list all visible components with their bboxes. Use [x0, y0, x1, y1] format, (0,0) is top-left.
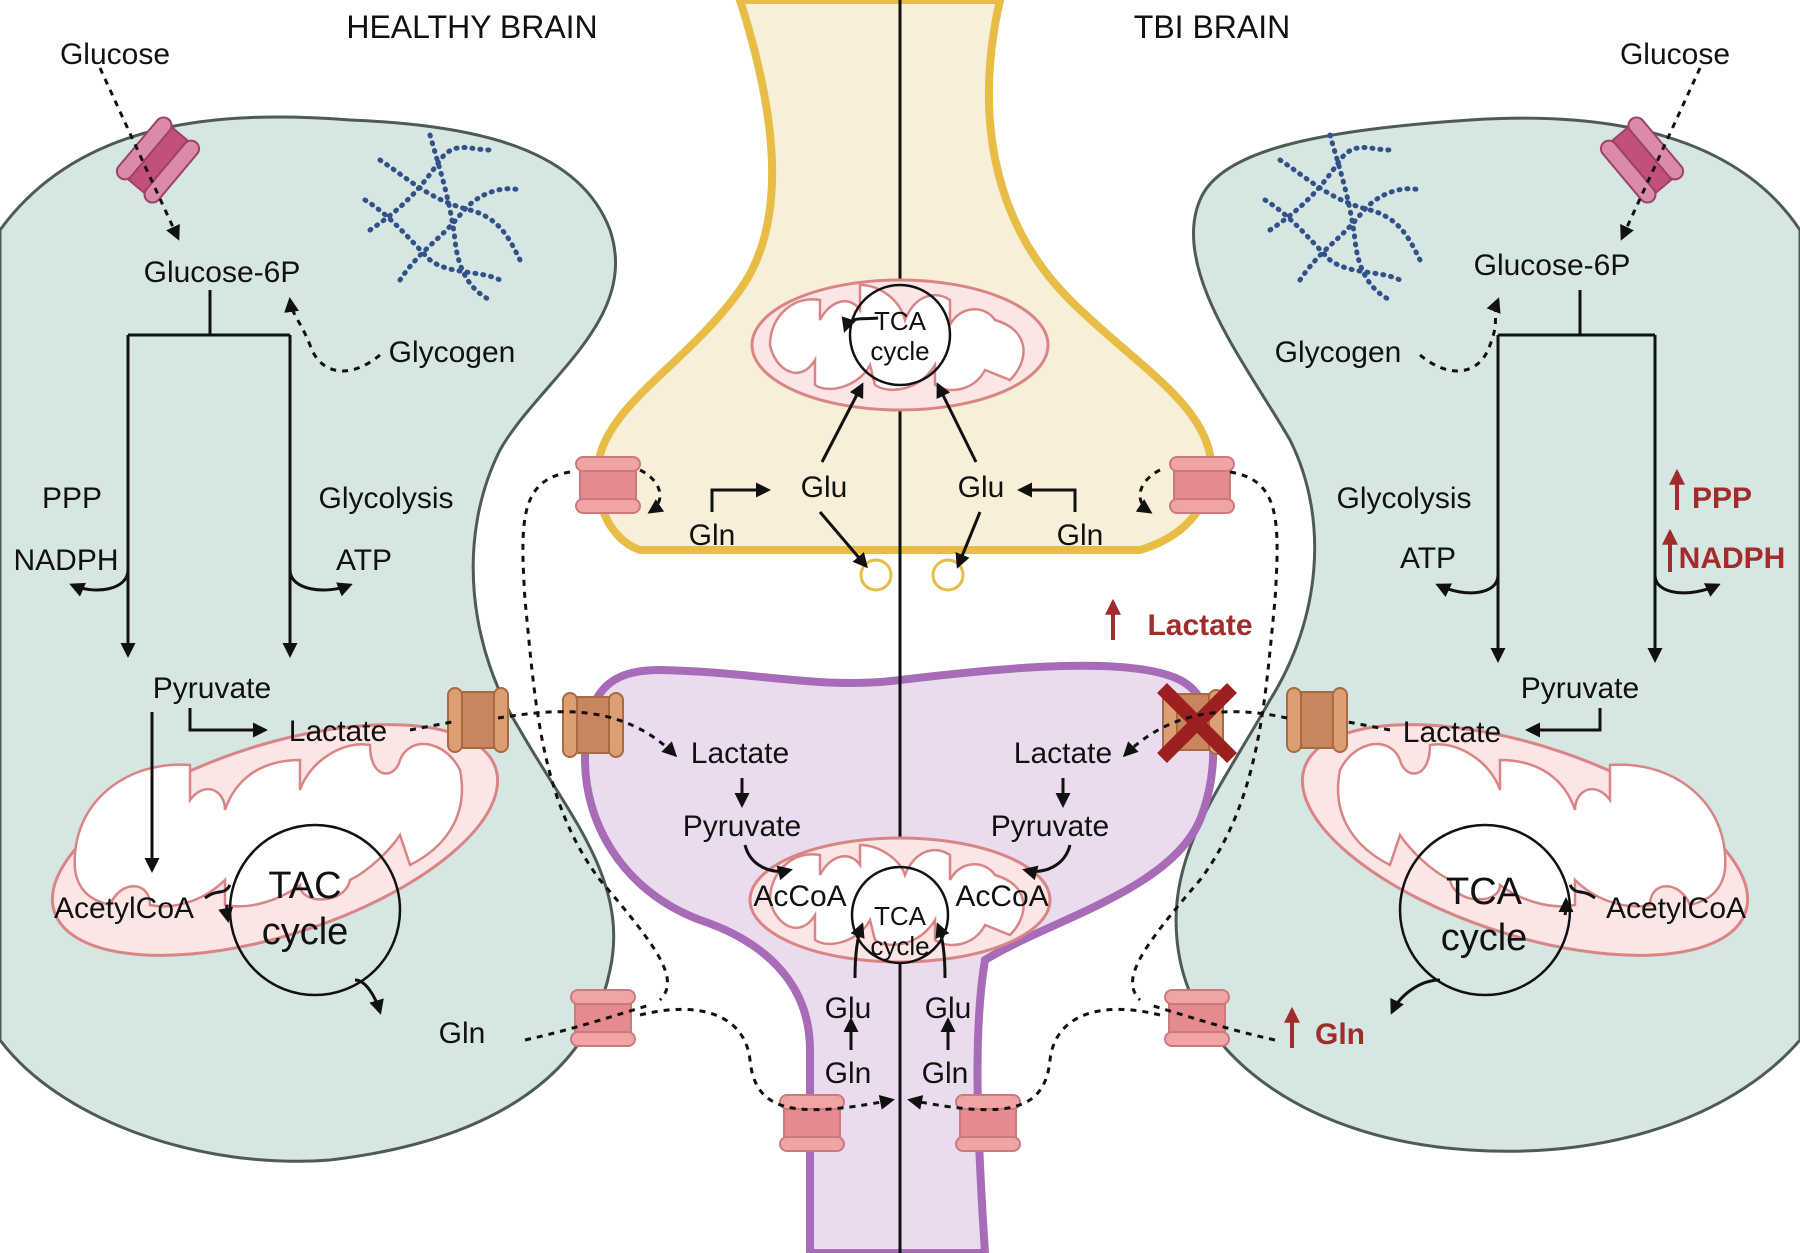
left-astrocyte	[0, 115, 617, 1163]
increase-arrows	[1105, 468, 1685, 1048]
header-tbi-brain: TBI BRAIN	[1134, 9, 1290, 45]
header-healthy-brain: HEALTHY BRAIN	[346, 9, 597, 45]
label-glycolysis-left: Glycolysis	[318, 482, 453, 515]
label-cycle-left-line1: TAC	[268, 865, 341, 907]
glycogen-icon-right	[1262, 132, 1423, 303]
label-gln-right: Gln	[1315, 1018, 1365, 1051]
label-gln-post-right: Gln	[922, 1057, 969, 1090]
cycle-icon-left-astrocyte	[218, 823, 402, 997]
label-glucose-right: Glucose	[1620, 38, 1730, 71]
blocked-transport-icon	[1157, 683, 1237, 763]
label-glu-post-left: Glu	[825, 992, 872, 1025]
label-acetylcoa-left: AcetylCoA	[54, 892, 194, 925]
mitochondrion-right-astrocyte	[1300, 723, 1750, 957]
mitochondrion-postsynaptic	[748, 836, 1052, 964]
cycle-icon-presynaptic	[848, 283, 952, 387]
pathway-arrows-presynaptic	[710, 316, 1077, 569]
label-nadph-right: NADPH	[1679, 542, 1786, 575]
glycogen-icon-left	[362, 132, 523, 303]
label-lactate-increase: Lactate	[1147, 609, 1252, 642]
lactate-transporter-astrocyte-left	[447, 687, 509, 753]
label-acetylcoa-right: AcetylCoA	[1606, 892, 1746, 925]
label-cycle-left-line2: cycle	[262, 911, 349, 953]
label-pyruvate-right: Pyruvate	[1521, 672, 1639, 705]
label-glycogen-right: Glycogen	[1275, 336, 1402, 369]
transporter-dendrite-left	[779, 1094, 845, 1152]
cycle-icon-postsynaptic	[850, 865, 950, 965]
label-pyruvate-post-right: Pyruvate	[991, 810, 1109, 843]
label-cycle-pre-line1: TCA	[874, 306, 927, 336]
label-gln-left: Gln	[439, 1017, 486, 1050]
label-lactate-post-right: Lactate	[1014, 737, 1112, 770]
label-gln-post-left: Gln	[825, 1057, 872, 1090]
label-atp-right: ATP	[1400, 542, 1456, 575]
label-accoa-post-right: AcCoA	[955, 880, 1048, 913]
mitochondrion-left-astrocyte	[50, 723, 500, 957]
label-ppp-left: PPP	[42, 482, 102, 515]
label-glucose6p-right: Glucose-6P	[1474, 249, 1631, 282]
cycle-icon-right-astrocyte	[1398, 823, 1574, 997]
pathway-arrows-left-astrocyte	[69, 67, 895, 1112]
label-lactate-post-left: Lactate	[691, 737, 789, 770]
transporter-astrocyte-left-gln	[570, 989, 636, 1047]
presynaptic-terminal	[593, 0, 1215, 554]
lactate-transporter-dendrite-left	[562, 692, 624, 758]
label-cycle-pre-line2: cycle	[870, 336, 929, 366]
label-glycogen-left: Glycogen	[389, 336, 516, 369]
label-lactate-right: Lactate	[1403, 716, 1501, 749]
label-pyruvate-left: Pyruvate	[153, 672, 271, 705]
transporter-astrocyte-right-gln	[1164, 989, 1230, 1047]
pathway-arrows-postsynaptic	[734, 778, 1072, 1050]
transporter-presynaptic-left	[575, 456, 641, 514]
vesicle-left	[859, 558, 893, 592]
label-cycle-right-line1: TCA	[1446, 871, 1523, 913]
label-cycle-right-line2: cycle	[1441, 917, 1528, 959]
lactate-transporter-astrocyte-right	[1286, 687, 1348, 753]
label-gln-pre-right: Gln	[1057, 519, 1104, 552]
label-atp-left: ATP	[336, 544, 392, 577]
pathway-arrows-right-astrocyte	[907, 67, 1721, 1112]
label-glucose-left: Glucose	[60, 38, 170, 71]
label-nadph-left: NADPH	[13, 544, 118, 577]
label-glycolysis-right: Glycolysis	[1336, 482, 1471, 515]
label-gln-pre-left: Gln	[689, 519, 736, 552]
label-cycle-post-line1: TCA	[874, 901, 927, 931]
transporter-dendrite-right	[955, 1094, 1021, 1152]
label-cycle-post-line2: cycle	[870, 931, 929, 961]
vesicle-right	[931, 558, 965, 592]
label-accoa-post-left: AcCoA	[753, 880, 846, 913]
label-glu-pre-left: Glu	[801, 471, 848, 504]
label-glucose6p-left: Glucose-6P	[144, 256, 301, 289]
label-pyruvate-post-left: Pyruvate	[683, 810, 801, 843]
mitochondrion-presynaptic	[750, 278, 1050, 412]
label-glu-pre-right: Glu	[958, 471, 1005, 504]
label-lactate-left: Lactate	[289, 715, 387, 748]
label-glu-post-right: Glu	[925, 992, 972, 1025]
label-ppp-right: PPP	[1692, 482, 1752, 515]
transporter-presynaptic-right	[1169, 456, 1235, 514]
